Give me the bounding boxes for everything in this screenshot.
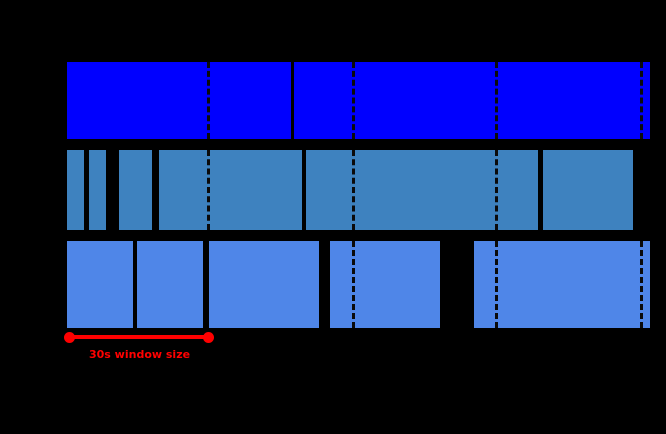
- timeline-segment: [543, 150, 633, 230]
- timeline-track-1: [0, 62, 666, 139]
- timeline-segment: [67, 241, 133, 328]
- timeline-segment: [306, 150, 538, 230]
- bracket-start-dot: [64, 332, 75, 343]
- timeline-track-2: [0, 150, 666, 230]
- timeline-segment: [119, 150, 152, 230]
- window-size-label: 30s window size: [89, 348, 191, 361]
- bracket-line: [69, 335, 208, 339]
- timeline-segment: [474, 241, 650, 328]
- bracket-end-dot: [203, 332, 214, 343]
- timeline-segment: [294, 62, 650, 139]
- timeline-track-3: [0, 241, 666, 328]
- timeline-segment: [67, 62, 291, 139]
- timeline-segment: [209, 241, 319, 328]
- timeline-segment: [137, 241, 203, 328]
- timeline-segment: [159, 150, 302, 230]
- timeline-segment: [330, 241, 440, 328]
- timeline-segment: [89, 150, 106, 230]
- timeline-segment: [67, 150, 84, 230]
